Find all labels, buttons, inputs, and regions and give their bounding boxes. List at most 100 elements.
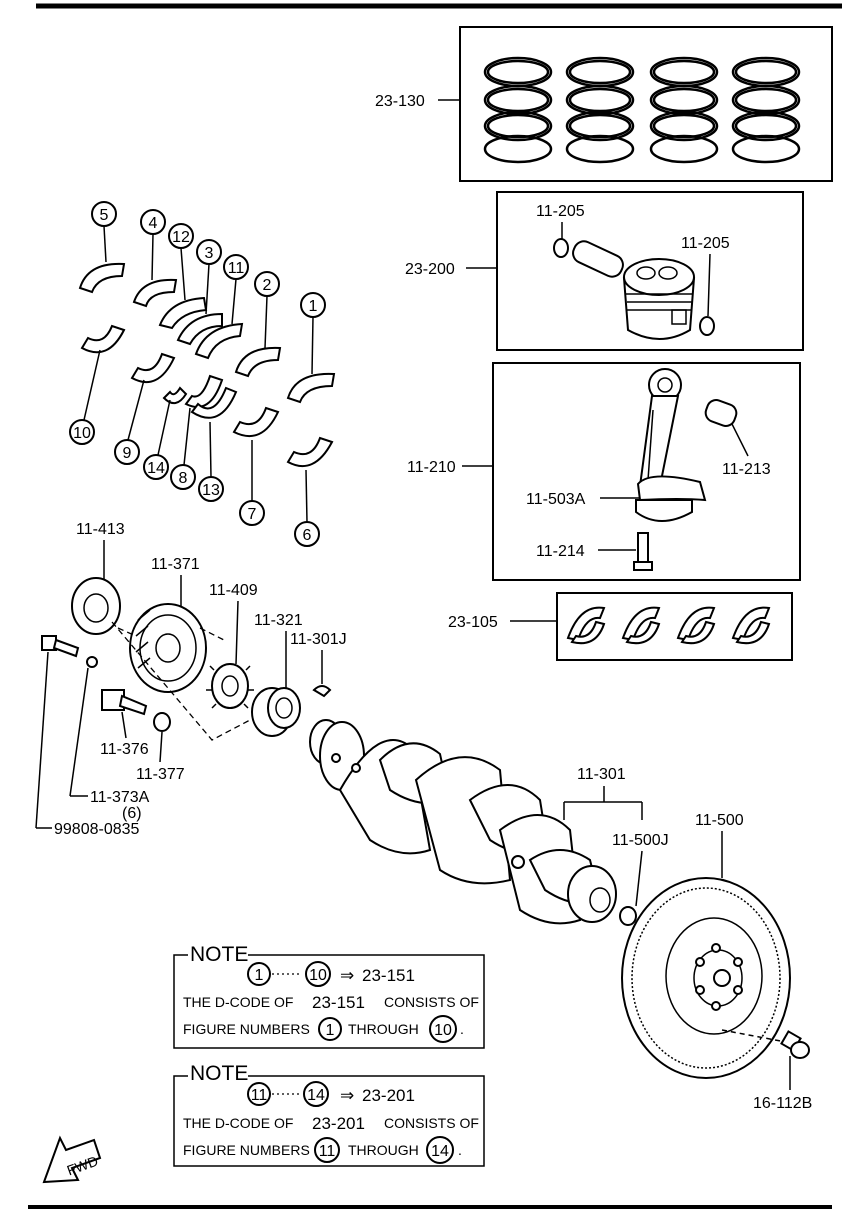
callout-rod-cap-nut: 11-503A	[526, 491, 586, 508]
bearing-2-shell	[234, 346, 282, 378]
rod-bearings-group[interactable]: 23-105	[448, 592, 793, 661]
hub-bolt[interactable]: 99808-0835 (6)	[35, 635, 142, 838]
callout-rod-bushing: 11-213	[722, 461, 771, 478]
callout-rod-bolt: 11-214	[536, 543, 585, 560]
callout-piston-clip-b: 11-205	[681, 235, 730, 252]
flywheel-bolt[interactable]: 16-112B	[753, 1030, 812, 1112]
note-1-line2-mid: THROUGH	[348, 1021, 419, 1037]
bearing-1-shell	[286, 372, 336, 404]
piston-rings-box	[459, 26, 833, 182]
bearing-number-2: 2	[254, 271, 280, 349]
callout-hub-bolt: 99808-0835	[54, 821, 140, 838]
svg-text:7: 7	[248, 506, 257, 523]
bearing-number-5: 5	[91, 201, 117, 263]
note-2-line2-to: 14	[431, 1143, 449, 1160]
fwd-arrow-icon: FWD	[42, 1135, 102, 1184]
note-2-arrow: ⇒	[340, 1086, 354, 1105]
bearing-9-shell	[130, 352, 176, 383]
note-1-range-start: 1	[255, 967, 264, 984]
connecting-rod-group[interactable]: 11-210 11-213 11-503A 11-214	[407, 362, 801, 581]
callout-piston: 23-200	[405, 261, 455, 278]
main-bearings-group[interactable]: 5 4 12 3 11 2 1	[69, 201, 336, 547]
note-2-line1-code: 23-201	[312, 1114, 365, 1133]
callout-piston-rings: 23-130	[375, 93, 425, 110]
note-box-1: NOTE 1 10 ⇒ 23-151 THE D-CODE OF 23-151 …	[173, 943, 485, 1049]
callout-crankshaft: 11-301	[577, 766, 626, 783]
crankshaft[interactable]: 11-301	[309, 719, 643, 925]
svg-text:5: 5	[100, 207, 109, 224]
note-2-line2-from: 11	[319, 1143, 336, 1160]
note-2-line2-mid: THROUGH	[348, 1142, 419, 1158]
note-2-line2-pre: FIGURE NUMBERS	[183, 1142, 310, 1158]
note-1-line2-from: 1	[326, 1022, 335, 1039]
callout-flywheel-bolt: 16-112B	[753, 1095, 812, 1112]
note-2-line1-post: CONSISTS OF	[384, 1115, 479, 1131]
callout-crank-pulley: 11-371	[151, 556, 200, 573]
svg-text:3: 3	[205, 245, 214, 262]
callout-crank-gear: 11-321	[254, 612, 303, 629]
note-1-line1-pre: THE D-CODE OF	[183, 994, 293, 1010]
bearing-11-shell	[194, 322, 244, 360]
pilot-bearing[interactable]: 11-500J	[612, 832, 669, 926]
callout-pilot-bearing: 11-500J	[612, 832, 669, 849]
note-1-line1-post: CONSISTS OF	[384, 994, 479, 1010]
note-1-line1-code: 23-151	[312, 993, 365, 1012]
bearing-number-13: 13	[198, 421, 224, 502]
bearing-3-shell	[176, 312, 223, 346]
hub-washer-ring	[86, 656, 98, 668]
piston-rings-group[interactable]: 23-130	[375, 26, 833, 182]
bearing-number-14: 14	[143, 399, 171, 480]
note-1-title: NOTE	[190, 943, 248, 966]
bearing-number-11: 11	[223, 254, 249, 325]
crank-gear[interactable]: 11-321	[251, 612, 303, 737]
crank-pulley[interactable]: 11-371	[129, 556, 207, 693]
flywheel[interactable]: 11-500	[621, 812, 791, 1079]
callout-pulley-bolt: 11-376	[100, 741, 149, 758]
note-1-line2-end: .	[460, 1021, 464, 1037]
bearing-10-shell	[80, 324, 126, 354]
pulley-hub[interactable]: 11-413	[71, 521, 125, 635]
bearing-number-12: 12	[168, 223, 194, 301]
callout-timing-sprocket: 11-409	[209, 582, 258, 599]
pulley-bolt[interactable]: 11-376	[100, 689, 149, 758]
svg-text:8: 8	[179, 470, 188, 487]
callout-pulley-hub: 11-413	[76, 521, 125, 538]
alignment-lines	[111, 621, 251, 741]
callout-pulley-washer: 11-377	[136, 766, 185, 783]
bearing-number-8: 8	[170, 407, 196, 490]
timing-sprocket[interactable]: 11-409	[206, 582, 258, 709]
note-2-range-start: 11	[251, 1087, 268, 1104]
bearing-number-4: 4	[140, 209, 166, 281]
note-2-line1-pre: THE D-CODE OF	[183, 1115, 293, 1131]
note-2-range-end: 14	[307, 1087, 325, 1104]
note-2-code: 23-201	[362, 1086, 415, 1105]
piston-group[interactable]: 11-205 11-205 23-200	[405, 191, 804, 351]
bearing-8-shell	[184, 374, 224, 408]
note-2-title: NOTE	[190, 1062, 248, 1085]
bearing-14-shell	[162, 386, 188, 405]
callout-piston-clip-a: 11-205	[536, 203, 585, 220]
svg-text:12: 12	[172, 229, 190, 246]
bearing-4-shell	[132, 278, 178, 308]
svg-text:1: 1	[309, 298, 318, 315]
bearing-number-3: 3	[196, 239, 222, 315]
note-1-range-end: 10	[309, 967, 327, 984]
woodruff-key[interactable]: 11-301J	[290, 631, 347, 698]
bearing-number-1: 1	[300, 292, 326, 375]
svg-text:11: 11	[228, 260, 245, 277]
rod-bearings-box	[556, 592, 793, 661]
svg-text:13: 13	[202, 482, 220, 499]
pulley-washer[interactable]: 11-377	[136, 712, 185, 783]
svg-text:2: 2	[263, 277, 272, 294]
note-2-line2-end: .	[458, 1142, 462, 1158]
note-box-2: NOTE 11 14 ⇒ 23-201 THE D-CODE OF 23-201…	[173, 1062, 485, 1167]
note-1-code: 23-151	[362, 966, 415, 985]
svg-text:4: 4	[149, 215, 158, 232]
callout-hub-bolt-qty: (6)	[122, 805, 142, 822]
svg-text:9: 9	[123, 445, 132, 462]
bearing-number-10: 10	[69, 349, 101, 445]
hub-washer[interactable]: 11-373A	[69, 667, 150, 806]
bearing-number-7: 7	[239, 440, 265, 526]
svg-text:10: 10	[73, 425, 91, 442]
